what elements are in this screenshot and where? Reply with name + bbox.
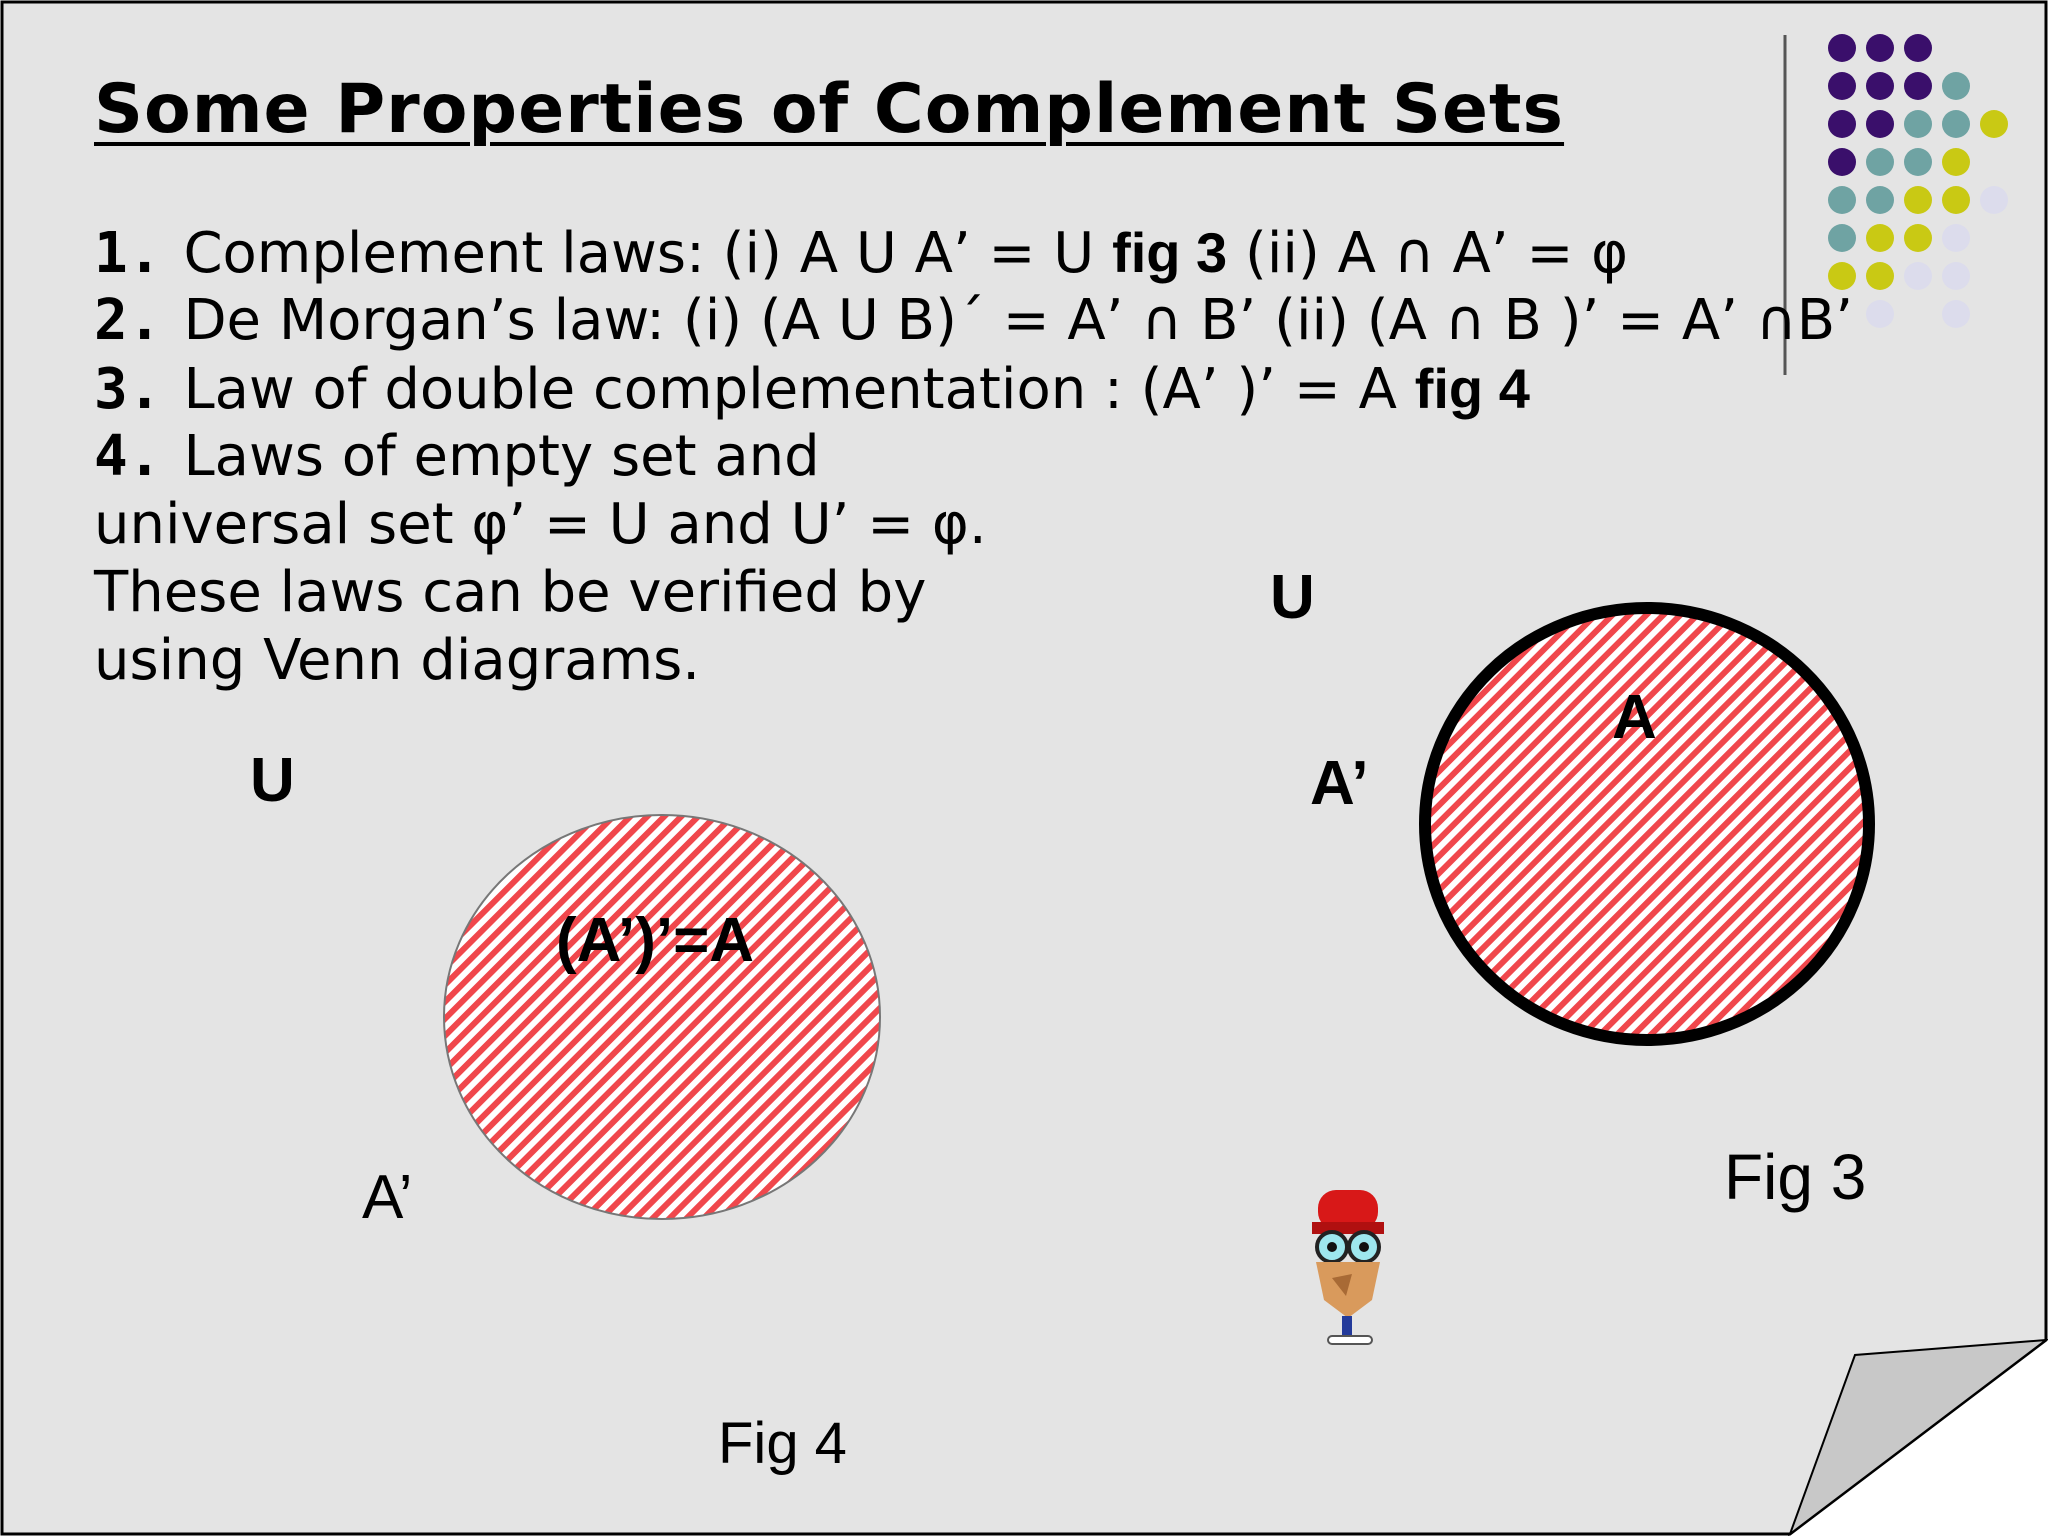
decorative-dot	[1828, 34, 1856, 62]
fig3-circle-label: A	[1612, 683, 1657, 752]
decorative-dot	[1828, 110, 1856, 138]
item-text-tail: (ii) A ∩ A’ = φ	[1245, 221, 1629, 286]
fig-reference: fig 4	[1414, 357, 1530, 420]
fig4-outside-label: A’	[362, 1163, 413, 1232]
decorative-dot	[1980, 110, 2008, 138]
decorative-dot	[1866, 110, 1894, 138]
decorative-dot	[1904, 224, 1932, 252]
item-text: Law of double complementation : (A’ )’ =…	[183, 357, 1397, 422]
decorative-dot	[1904, 186, 1932, 214]
item-number: 3.	[94, 357, 162, 422]
list-item-1: 1.Complement laws: (i) A U A’ = U fig 3 …	[94, 220, 1628, 286]
decorative-dot	[1942, 186, 1970, 214]
item-text: De Morgan’s law: (i) (A U B)´ = A’ ∩ B’ …	[183, 288, 1854, 353]
decorative-dot	[1942, 300, 1970, 328]
decorative-dot	[1828, 148, 1856, 176]
list-item-2: 2. De Morgan’s law: (i) (A U B)´ = A’ ∩ B…	[94, 288, 1853, 353]
decorative-dot	[1942, 110, 1970, 138]
fig3-universe-label: U	[1270, 563, 1315, 632]
fig4-circle	[443, 814, 881, 1220]
item-text: Complement laws: (i) A U A’ = U	[183, 221, 1095, 286]
continuation-line-2: These laws can be verified by	[94, 560, 927, 625]
decorative-dot	[1942, 224, 1970, 252]
decorative-dot	[1904, 262, 1932, 290]
list-item-3: 3. Law of double complementation : (A’ )’…	[94, 356, 1530, 422]
fig-reference: fig 3	[1112, 221, 1228, 284]
list-item-4: 4. Laws of empty set and	[94, 424, 820, 489]
fig3-caption: Fig 3	[1724, 1141, 1867, 1213]
decorative-dot	[1904, 34, 1932, 62]
item-number: 1.	[94, 221, 162, 286]
item-number: 2.	[94, 288, 162, 353]
decorative-dot	[1828, 262, 1856, 290]
fig4-circle-label: (A’)’=A	[556, 906, 755, 975]
decorative-dot	[1866, 148, 1894, 176]
decorative-dot	[1904, 148, 1932, 176]
decorative-dot	[1866, 224, 1894, 252]
item-text: Laws of empty set and	[183, 424, 820, 489]
continuation-line-3: using Venn diagrams.	[94, 628, 701, 693]
decorative-dot	[1942, 148, 1970, 176]
decorative-dot	[1866, 186, 1894, 214]
decorative-dot	[1980, 186, 2008, 214]
decorative-dot	[1866, 262, 1894, 290]
decorative-dots	[1828, 34, 2008, 328]
fig4-universe-label: U	[250, 746, 295, 815]
page-title: Some Properties of Complement Sets	[94, 70, 1565, 149]
decorative-dot	[1828, 72, 1856, 100]
decorative-dot	[1866, 34, 1894, 62]
item-number: 4.	[94, 424, 162, 489]
decorative-dot	[1904, 110, 1932, 138]
fig3-circle	[1419, 602, 1875, 1046]
decorative-dot	[1942, 72, 1970, 100]
fig4-caption: Fig 4	[718, 1411, 847, 1476]
decorative-dot	[1904, 72, 1932, 100]
mascot-icon	[1312, 1190, 1384, 1345]
continuation-line-1: universal set φ’ = U and U’ = φ.	[94, 492, 987, 557]
decorative-dot	[1866, 300, 1894, 328]
decorative-dot	[1866, 72, 1894, 100]
decorative-dot	[1828, 224, 1856, 252]
fig3-outside-label: A’	[1310, 749, 1369, 818]
decorative-dot	[1942, 262, 1970, 290]
decorative-dot	[1828, 186, 1856, 214]
